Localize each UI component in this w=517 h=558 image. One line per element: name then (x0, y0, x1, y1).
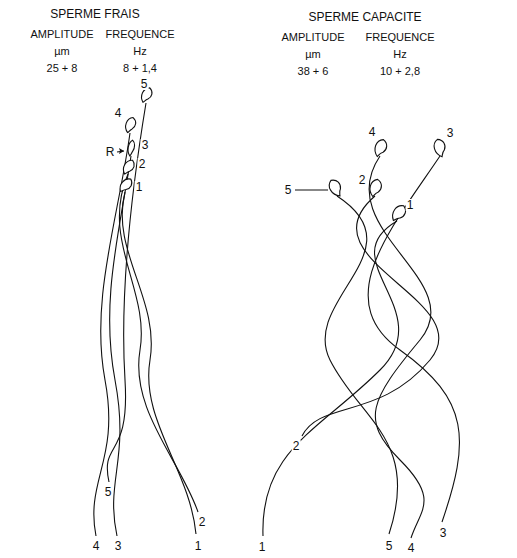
callout-number: 2 (292, 440, 301, 452)
measured-value: 8 + 1,4 (123, 63, 157, 74)
unit: Hz (133, 46, 146, 57)
callout-number: 4 (114, 107, 123, 119)
callout-number: 3 (439, 527, 448, 539)
measured-value: 38 + 6 (298, 66, 329, 77)
callout-number: 3 (141, 139, 150, 151)
callout-number: 3 (114, 540, 123, 552)
callout-number: 5 (140, 78, 149, 90)
callout-number: 3 (446, 127, 455, 139)
callout-number: 2 (358, 174, 367, 186)
callout-number: 1 (258, 541, 267, 553)
callout-number: 1 (194, 540, 203, 552)
column-heading: FREQUENCE (105, 29, 174, 40)
sperm-heads (117, 86, 447, 224)
callout-number: 1 (406, 199, 415, 211)
arrow-head (119, 148, 124, 154)
panel-heading: SPERME CAPACITE (308, 11, 421, 23)
measured-value: 25 + 8 (47, 63, 78, 74)
measured-value: 10 + 2,8 (380, 66, 420, 77)
column-heading: FREQUENCE (365, 32, 434, 43)
callout-number: 2 (198, 516, 207, 528)
unit: µm (54, 46, 70, 57)
callout-number: 1 (135, 181, 144, 193)
callout-number: 5 (284, 184, 293, 196)
callout-number: 4 (368, 126, 377, 138)
callout-number: 5 (385, 540, 394, 552)
callout-number: 4 (407, 542, 416, 554)
callout-number: 2 (138, 158, 147, 170)
column-heading: AMPLITUDE (31, 29, 94, 40)
panel-heading: SPERME FRAIS (50, 8, 139, 20)
column-heading: AMPLITUDE (282, 32, 345, 43)
callout-number: 5 (104, 486, 113, 498)
callout-number: 4 (92, 540, 101, 552)
unit: Hz (393, 49, 406, 60)
callout-letter: R (105, 146, 116, 158)
unit: µm (305, 49, 321, 60)
flagellum-lines (94, 103, 460, 538)
